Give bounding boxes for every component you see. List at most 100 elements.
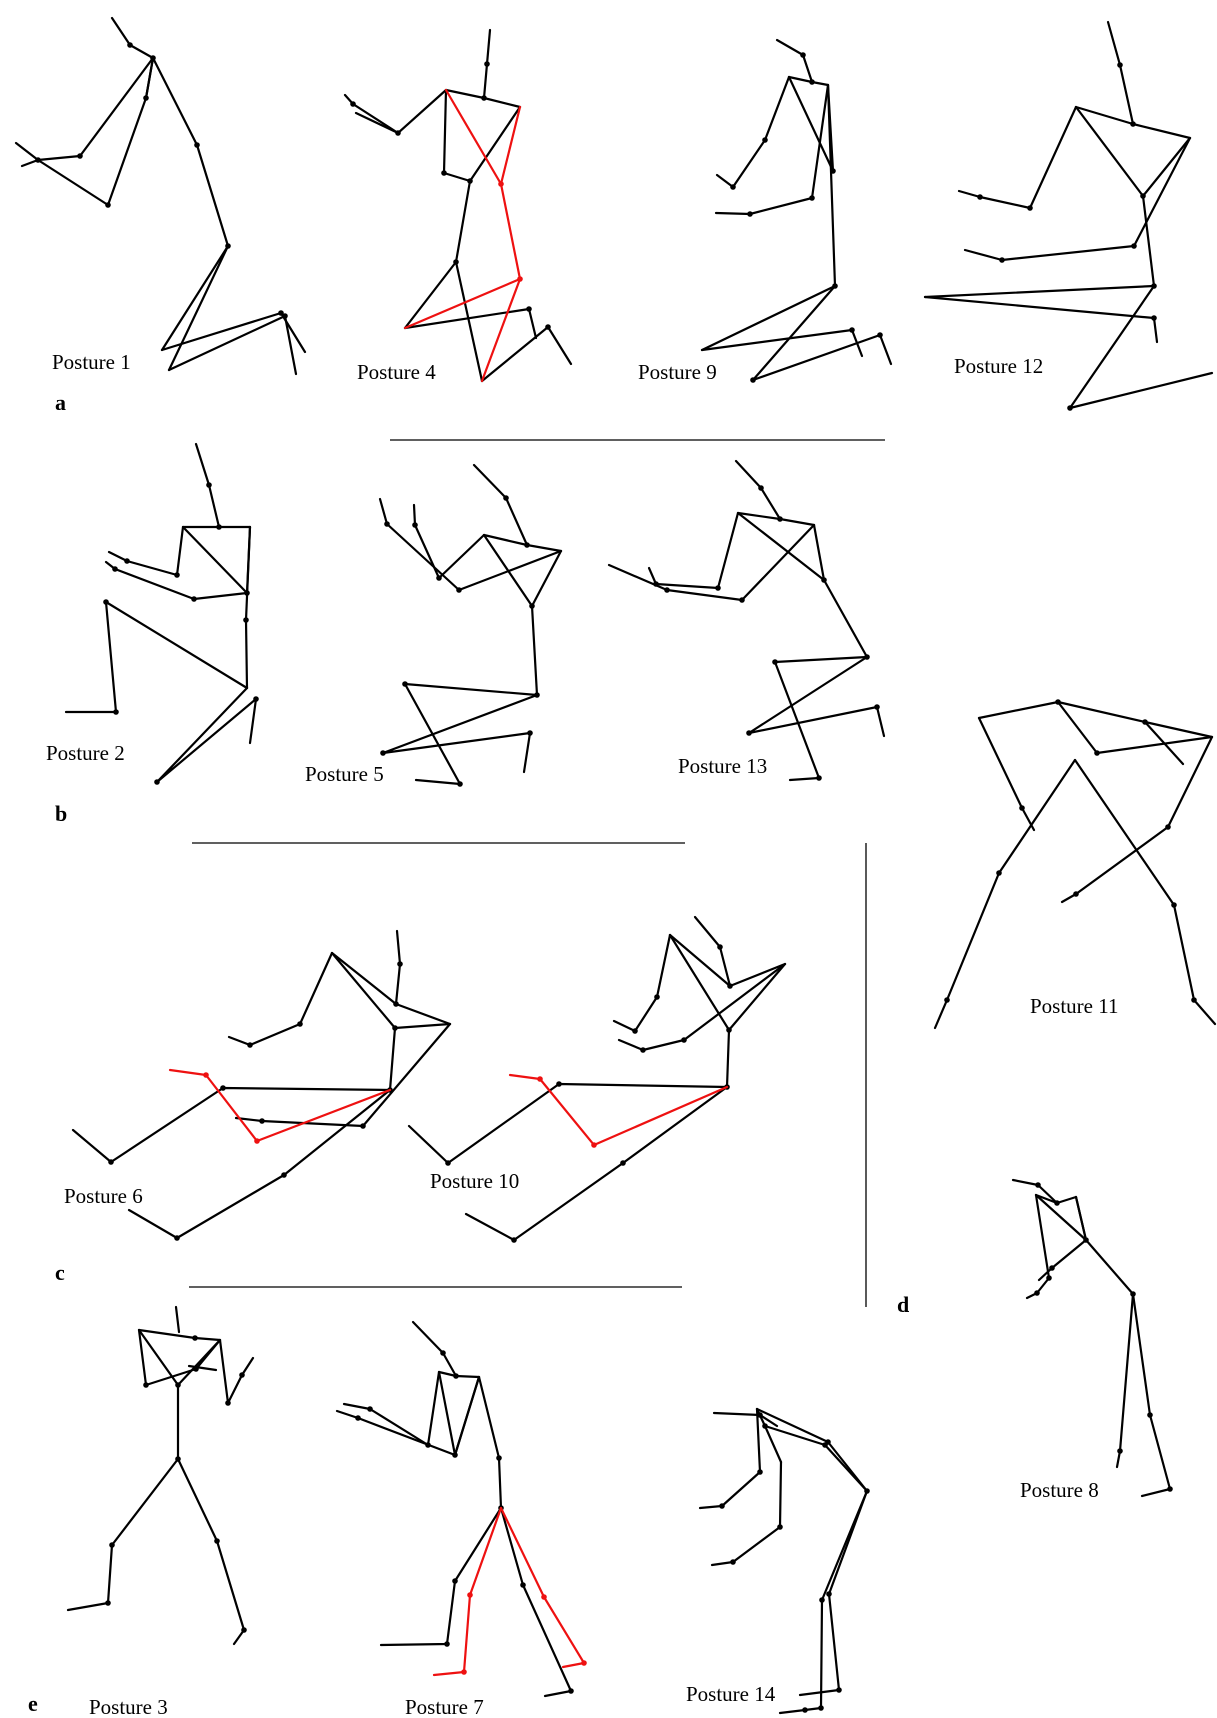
joint-dot: [282, 313, 288, 319]
joint-dot: [717, 944, 723, 950]
joint-dot: [654, 994, 660, 1000]
joint-dot: [484, 61, 490, 67]
joint-dot: [108, 1159, 114, 1165]
joint-dot: [392, 1025, 398, 1031]
joint-dot: [194, 142, 200, 148]
joint-dot: [1117, 1448, 1123, 1454]
joint-dot: [826, 1591, 832, 1597]
joint-dot: [175, 1456, 181, 1462]
joint-dot: [545, 324, 551, 330]
posture-9-label: Posture 9: [638, 360, 717, 384]
joint-dot: [864, 1488, 870, 1494]
joint-dot: [243, 617, 249, 623]
joint-dot: [541, 1594, 547, 1600]
joint-dot: [529, 603, 535, 609]
joint-dot: [154, 779, 160, 785]
joint-dot: [457, 781, 463, 787]
joint-dot: [830, 168, 836, 174]
joint-dot: [193, 1366, 199, 1372]
joint-dot: [467, 1592, 473, 1598]
joint-dot: [818, 1705, 824, 1711]
posture-12-skeleton: [925, 22, 1212, 411]
joint-dot: [762, 137, 768, 143]
joint-dot: [640, 1047, 646, 1053]
joint-dot: [239, 1372, 245, 1378]
joint-dot: [191, 596, 197, 602]
joint-dot: [124, 558, 130, 564]
joint-dot: [113, 709, 119, 715]
joint-dot: [412, 522, 418, 528]
joint-dot: [367, 1406, 373, 1412]
joint-dot: [1130, 1291, 1136, 1297]
joint-dot: [444, 1641, 450, 1647]
posture-3-skeleton: [68, 1307, 253, 1644]
joint-dot: [1151, 315, 1157, 321]
joint-dot: [206, 482, 212, 488]
posture-13-label: Posture 13: [678, 754, 767, 778]
joint-dot: [452, 1452, 458, 1458]
joint-dot: [203, 1072, 209, 1078]
joint-dot: [397, 961, 403, 967]
posture-2-skeleton: [66, 444, 259, 785]
panel-e-label: e: [28, 1691, 38, 1716]
joint-dot: [105, 1600, 111, 1606]
posture-5-skeleton: [380, 465, 561, 787]
joint-dot: [864, 654, 870, 660]
joint-dot: [681, 1037, 687, 1043]
joint-dot: [534, 692, 540, 698]
joint-dot: [537, 1076, 543, 1082]
joint-dot: [653, 581, 659, 587]
posture-14-skeleton: [700, 1409, 870, 1713]
joint-dot: [944, 997, 950, 1003]
joint-dot: [526, 306, 532, 312]
joint-dot: [1046, 1275, 1052, 1281]
posture-9-skeleton-joints: [730, 52, 883, 383]
joint-dot: [757, 1412, 763, 1418]
joint-dot: [877, 332, 883, 338]
posture-4-label: Posture 4: [357, 360, 436, 384]
joint-dot: [143, 1382, 149, 1388]
joint-dot: [77, 153, 83, 159]
joint-dot: [225, 1400, 231, 1406]
panel-c-label: c: [55, 1260, 65, 1285]
joint-dot: [402, 681, 408, 687]
joint-dot: [758, 485, 764, 491]
posture-14-skeleton-joints: [719, 1412, 870, 1713]
joint-dot: [192, 1335, 198, 1341]
joint-dot: [821, 577, 827, 583]
posture-4-highlight: [405, 90, 523, 381]
joint-dot: [1027, 205, 1033, 211]
posture-7-skeleton-joints: [355, 1350, 574, 1694]
joint-dot: [762, 1423, 768, 1429]
joint-dot: [620, 1160, 626, 1166]
joint-dot: [1094, 750, 1100, 756]
joint-dot: [1019, 805, 1025, 811]
joint-dot: [1131, 243, 1137, 249]
joint-dot: [35, 157, 41, 163]
joint-dot: [727, 983, 733, 989]
joint-dot: [715, 585, 721, 591]
posture-8-skeleton-joints: [1034, 1182, 1173, 1492]
joint-dot: [1035, 1182, 1041, 1188]
joint-dot: [1073, 891, 1079, 897]
joint-dot: [425, 1442, 431, 1448]
joint-dot: [800, 52, 806, 58]
posture-7-skeleton: [337, 1322, 574, 1696]
joint-dot: [1171, 902, 1177, 908]
joint-dot: [730, 184, 736, 190]
joint-dot: [1147, 1412, 1153, 1418]
joint-dot: [1165, 824, 1171, 830]
joint-dot: [1117, 62, 1123, 68]
joint-dot: [498, 181, 504, 187]
joint-dot: [481, 95, 487, 101]
posture-12-label: Posture 12: [954, 354, 1043, 378]
joint-dot: [757, 1469, 763, 1475]
joint-dot: [524, 542, 530, 548]
posture-13-skeleton-joints: [653, 485, 880, 781]
joint-dot: [253, 696, 259, 702]
joint-dot: [1140, 193, 1146, 199]
posture-8-label: Posture 8: [1020, 1478, 1099, 1502]
joint-dot: [996, 870, 1002, 876]
posture-4-skeleton-joints: [350, 61, 551, 330]
joint-dot: [802, 1707, 808, 1713]
